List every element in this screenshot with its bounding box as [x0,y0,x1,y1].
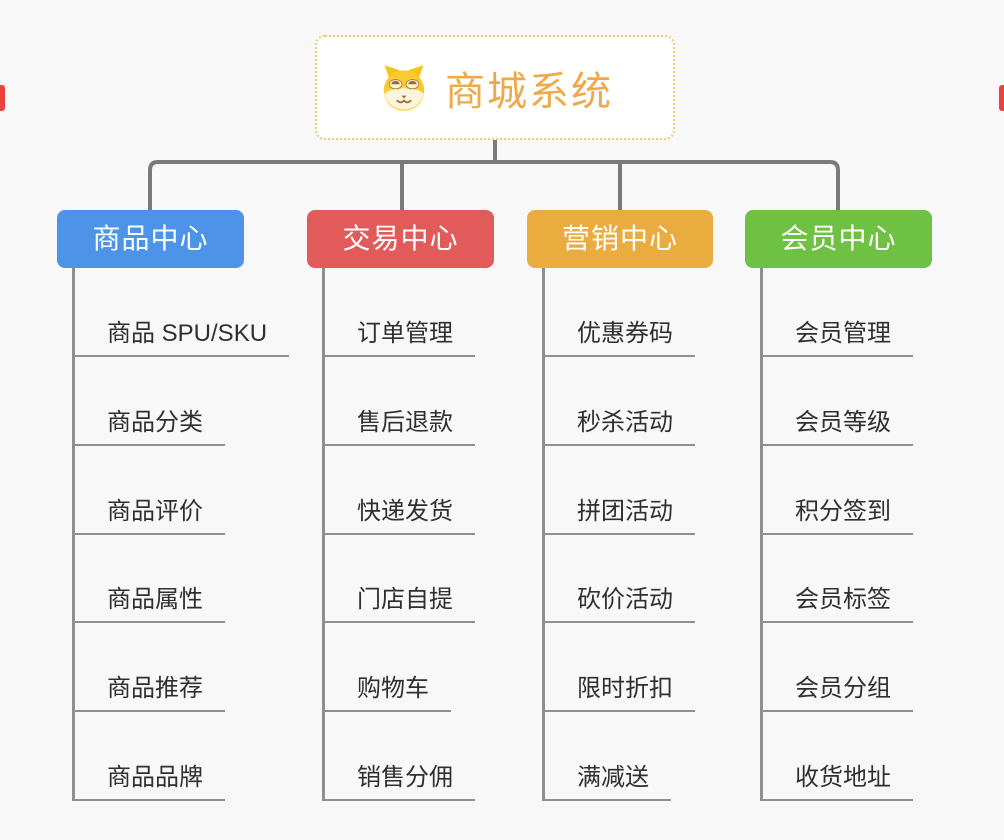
leaf-node-member-center-1[interactable]: 会员管理 [761,317,913,357]
leaf-node-trade-center-6[interactable]: 销售分佣 [323,761,475,801]
dog-face-icon [377,61,431,115]
leaf-node-marketing-center-5[interactable]: 限时折扣 [543,672,695,713]
leaf-node-marketing-center-3[interactable]: 拼团活动 [543,495,695,535]
leaf-node-trade-center-5[interactable]: 购物车 [323,672,451,713]
root-node[interactable]: 商城系统 [315,35,675,140]
leaf-node-marketing-center-4[interactable]: 砍价活动 [543,583,695,624]
right-edge-marker [999,85,1004,111]
branch-node-trade-center[interactable]: 交易中心 [307,210,494,268]
branch-node-product-center[interactable]: 商品中心 [57,210,244,268]
leaf-node-member-center-6[interactable]: 收货地址 [761,761,913,801]
leaf-node-product-center-6[interactable]: 商品品牌 [73,761,225,801]
leaf-node-marketing-center-6[interactable]: 满减送 [543,761,671,801]
leaf-node-member-center-4[interactable]: 会员标签 [761,583,913,624]
leaf-node-trade-center-2[interactable]: 售后退款 [323,406,475,446]
branch-node-member-center[interactable]: 会员中心 [745,210,932,268]
left-edge-marker [0,85,5,111]
branch-bracket-line [148,160,840,210]
root-title: 商城系统 [445,69,613,114]
leaf-node-product-center-4[interactable]: 商品属性 [73,583,225,624]
leaf-node-product-center-3[interactable]: 商品评价 [73,495,225,535]
leaf-node-marketing-center-1[interactable]: 优惠券码 [543,317,695,357]
leaf-node-product-center-5[interactable]: 商品推荐 [73,672,225,713]
leaf-node-product-center-2[interactable]: 商品分类 [73,406,225,446]
leaf-node-member-center-2[interactable]: 会员等级 [761,406,913,446]
leaf-node-product-center-1[interactable]: 商品 SPU/SKU [73,317,290,357]
leaf-node-trade-center-1[interactable]: 订单管理 [323,317,475,357]
leaf-node-member-center-3[interactable]: 积分签到 [761,495,913,535]
leaf-node-member-center-5[interactable]: 会员分组 [761,672,913,713]
leaf-node-trade-center-3[interactable]: 快递发货 [323,495,475,535]
leaf-node-marketing-center-2[interactable]: 秒杀活动 [543,406,695,446]
branch-node-marketing-center[interactable]: 营销中心 [527,210,713,268]
leaf-node-trade-center-4[interactable]: 门店自提 [323,583,475,624]
